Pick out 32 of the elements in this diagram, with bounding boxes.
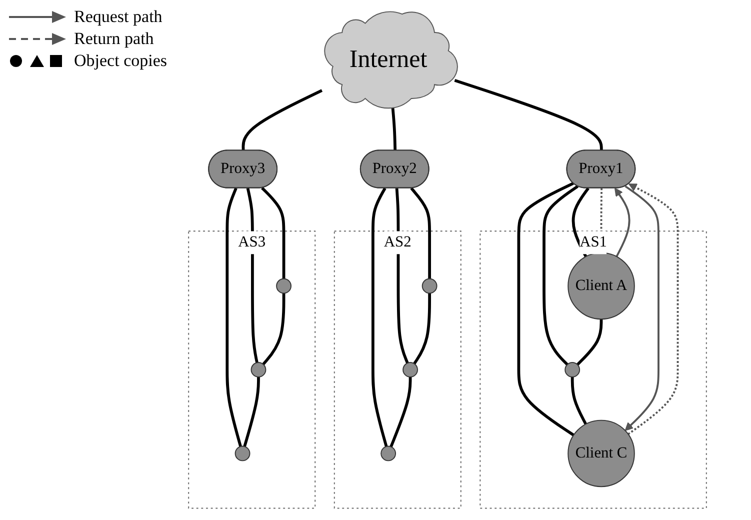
connector	[372, 188, 388, 447]
connector	[576, 319, 603, 366]
connector	[570, 376, 588, 425]
connector	[262, 293, 286, 366]
arrow	[614, 188, 630, 258]
node-circle	[250, 362, 266, 378]
node-circle	[380, 446, 396, 462]
connector	[542, 185, 579, 366]
arrow	[628, 184, 679, 435]
legend-label: Object copies	[74, 51, 167, 71]
node-circle	[402, 362, 418, 378]
connector	[572, 187, 590, 258]
node-circle	[422, 278, 438, 294]
node-circle	[234, 446, 250, 462]
arrow	[624, 185, 660, 431]
node-circle: Client C	[568, 420, 635, 488]
node-circle	[564, 362, 580, 378]
connector	[243, 376, 260, 447]
connector	[390, 376, 412, 448]
legend-label: Request path	[74, 7, 162, 27]
node-circle	[276, 278, 292, 294]
connector	[395, 188, 409, 364]
legend-label: Return path	[74, 29, 154, 49]
connector	[391, 106, 397, 151]
connector	[517, 182, 574, 436]
connector	[226, 188, 242, 447]
connector	[242, 89, 323, 151]
connector	[261, 186, 286, 279]
connector	[454, 79, 603, 151]
connector	[410, 187, 431, 279]
connector	[413, 293, 431, 364]
node-circle: Client A	[568, 252, 635, 320]
